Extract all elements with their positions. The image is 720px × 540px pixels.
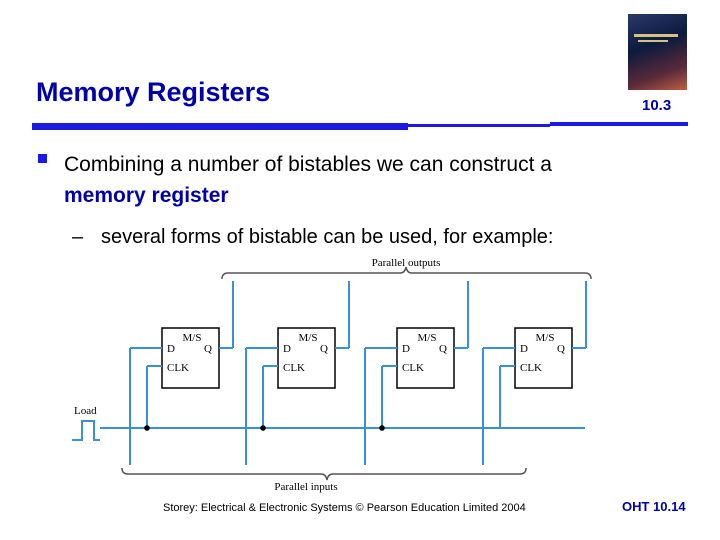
- bistable-d-label: D: [402, 343, 410, 355]
- bistable-d-label: D: [167, 343, 175, 355]
- load-label: Load: [74, 405, 97, 417]
- bistable-clk-label: CLK: [283, 362, 305, 374]
- section-number: 10.3: [642, 97, 672, 114]
- parallel-outputs-label: Parallel outputs: [372, 257, 441, 269]
- junction-dot: [144, 425, 150, 431]
- bistable-q-label: Q: [557, 343, 565, 355]
- bistable-mode-label: M/S: [183, 332, 202, 344]
- bistable-mode-label: M/S: [418, 332, 437, 344]
- bistable-q-label: Q: [439, 343, 447, 355]
- footer-credit: Storey: Electrical & Electronic Systems …: [163, 502, 526, 514]
- bistable-q-label: Q: [204, 343, 212, 355]
- title-rule: [32, 123, 408, 130]
- bistable-d-label: D: [283, 343, 291, 355]
- page-number: OHT 10.14: [622, 499, 686, 514]
- bistable-mode-label: M/S: [299, 332, 318, 344]
- bullet-text-main: Combining a number of bistables we can c…: [64, 153, 552, 176]
- bistable-box: [396, 327, 455, 389]
- bistable-box: [277, 327, 336, 389]
- bullet-text: Combining a number of bistables we can c…: [64, 149, 684, 211]
- bistable-q-label: Q: [320, 343, 328, 355]
- parallel-inputs-label: Parallel inputs: [274, 481, 337, 493]
- outputs-bracket: [221, 266, 592, 280]
- title-rule-right: [550, 122, 688, 126]
- junction-dot: [260, 425, 266, 431]
- sub-bullet-dash: –: [72, 226, 84, 248]
- bistable-box: [161, 327, 220, 389]
- bistable-box: [514, 327, 573, 389]
- bistable-clk-label: CLK: [402, 362, 424, 374]
- load-pulse-icon: [72, 420, 100, 441]
- slide-title: Memory Registers: [36, 77, 271, 107]
- title-rule-thin: [408, 124, 550, 127]
- bistable-d-label: D: [520, 343, 528, 355]
- junction-dot: [379, 425, 385, 431]
- bistable-clk-label: CLK: [520, 362, 542, 374]
- square-bullet-icon: [38, 154, 47, 163]
- book-cover-image: [628, 14, 687, 90]
- sub-bullet-text: several forms of bistable can be used, f…: [101, 226, 554, 248]
- bistable-mode-label: M/S: [536, 332, 555, 344]
- inputs-bracket: [121, 467, 527, 481]
- bullet-emphasis: memory register: [64, 184, 229, 207]
- bistable-clk-label: CLK: [167, 362, 189, 374]
